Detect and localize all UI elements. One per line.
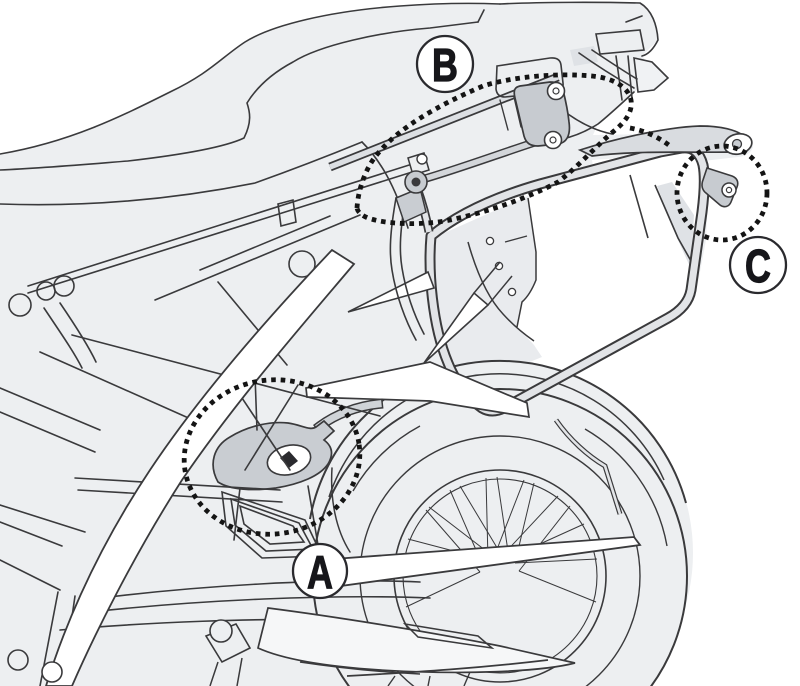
svg-text:B: B	[432, 40, 458, 91]
svg-text:A: A	[307, 547, 333, 598]
svg-text:C: C	[745, 241, 771, 292]
